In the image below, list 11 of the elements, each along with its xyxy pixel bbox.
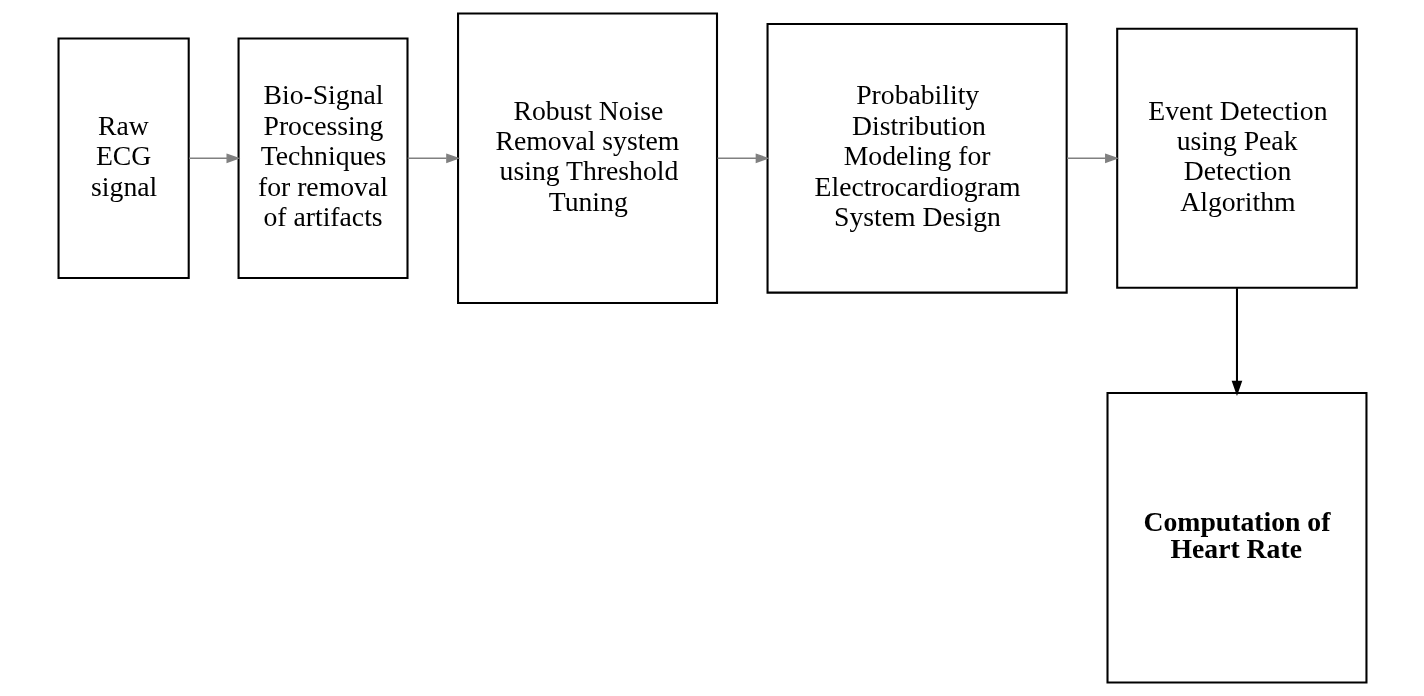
arrow [187, 153, 240, 164]
node-box: Event Detection using Peak Detection Algorithm [1115, 27, 1358, 289]
node-box: Robust Noise Removal system using Threshold Tuning [456, 12, 718, 305]
node-box: Probability Distribution Modeling for Electrocardiogram System Design [766, 22, 1068, 294]
arrow [406, 153, 460, 164]
node-box: Raw ECG signal [57, 37, 190, 280]
arrow [1065, 153, 1119, 164]
node-box: Bio-Signal Processing Techniques for removal of artifacts [237, 37, 409, 280]
node-box: Computation of Heart Rate [1105, 391, 1367, 684]
arrow [1231, 288, 1242, 396]
arrow [716, 153, 769, 164]
